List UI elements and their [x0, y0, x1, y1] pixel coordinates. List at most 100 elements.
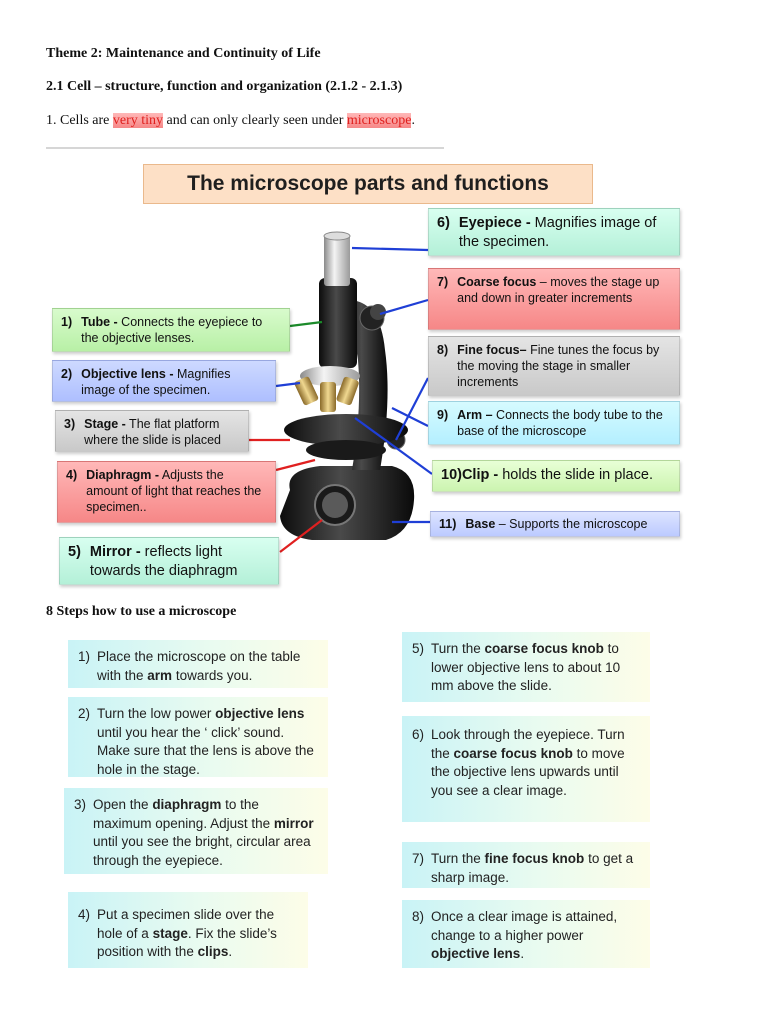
step-8: 8) Once a clear image is attained, chang… [402, 900, 650, 968]
label-diaphragm-name: Diaphragm - [86, 468, 160, 482]
label-diaphragm-desc: Adjusts the amount of light that reaches… [86, 468, 262, 514]
label-tube: 1) Tube - Connects the eyepiece to the o… [52, 308, 290, 352]
label-base-name: Base [465, 517, 496, 531]
label-tube-number: 1) [61, 315, 73, 329]
label-coarse-name: Coarse focus [457, 275, 537, 289]
label-tube-name: Tube - [81, 315, 118, 329]
label-tube-desc: Connects the eyepiece to the objective l… [81, 315, 263, 345]
step-1-bold: arm [147, 667, 173, 683]
section-heading: 2.1 Cell – structure, function and organ… [46, 79, 403, 94]
label-mirror-name: Mirror - [89, 544, 141, 560]
label-eyepiece-desc: Magnifies image of the specimen. [458, 215, 657, 250]
label-arm-name: Arm – [457, 408, 493, 422]
step-2-bold: objective lens [215, 706, 305, 721]
intro-middle: and can only clearly seen under [163, 113, 347, 128]
label-eyepiece: 6) Eyepiece - Magnifies image of the spe… [428, 208, 680, 256]
step-3-number: 3) [74, 797, 87, 812]
step-3: 3) Open the diaphragm to the maximum ope… [64, 788, 328, 874]
step-1: 1) Place the microscope on the table wit… [68, 640, 328, 688]
step-4-text-3: . [228, 944, 233, 959]
steps-heading: 8 Steps how to use a microscope [46, 604, 237, 619]
label-objective-name: Objective lens - [81, 367, 174, 381]
diagram-title: The microscope parts and functions [143, 164, 593, 204]
step-7-bold: fine focus knob [484, 851, 585, 866]
step-1-number: 1) [78, 649, 91, 664]
label-mirror-desc: reflects light towards the diaphragm [89, 544, 238, 579]
step-8-text: Once a clear image is attained, change t… [431, 909, 618, 943]
label-eyepiece-name: Eyepiece - [458, 215, 531, 231]
label-mirror: 5) Mirror - reflects light towards the d… [59, 537, 279, 585]
horizontal-divider [46, 147, 444, 149]
label-fine-number: 8) [437, 343, 449, 357]
label-fine-name: Fine focus– [457, 343, 527, 357]
step-1-text: Place the microscope on the table with t… [97, 649, 301, 683]
step-7: 7) Turn the fine focus knob to get a sha… [402, 842, 650, 888]
step-6-bold: coarse focus knob [453, 745, 573, 761]
label-mirror-number: 5) [68, 544, 81, 560]
label-diaphragm: 4) Diaphragm - Adjusts the amount of lig… [57, 461, 276, 523]
label-clip-name: 10)Clip - [441, 467, 499, 483]
step-5-number: 5) [412, 641, 425, 656]
label-objective-number: 2) [61, 367, 73, 381]
step-3-text-3: until you see the bright, circular area … [93, 834, 311, 868]
label-coarse-desc: – moves the stage up and down in greater… [457, 275, 660, 305]
step-3-text-2: to the maximum opening. Adjust the [93, 797, 274, 831]
label-fine-focus: 8) Fine focus– Fine tunes the focus by t… [428, 336, 680, 396]
step-2-number: 2) [78, 706, 91, 721]
step-6-text-2: to move the objective lens upwards until… [431, 745, 625, 798]
intro-sentence: 1. Cells are very tiny and can only clea… [46, 113, 415, 129]
theme-heading: Theme 2: Maintenance and Continuity of L… [46, 46, 321, 61]
step-4-number: 4) [78, 907, 91, 922]
step-6-number: 6) [412, 727, 425, 742]
label-base: 11) Base – Supports the microscope [430, 511, 680, 537]
label-stage-name: Stage - [84, 417, 126, 431]
step-7-number: 7) [412, 851, 425, 866]
label-arm-desc: Connects the body tube to the base of th… [457, 408, 663, 438]
label-stage-desc: The flat platform where the slide is pla… [84, 417, 222, 447]
label-objective-lens: 2) Objective lens - Magnifies image of t… [52, 360, 276, 402]
label-fine-desc: Fine tunes the focus by the moving the s… [457, 343, 660, 389]
label-coarse-focus: 7) Coarse focus – moves the stage up and… [428, 268, 680, 330]
label-eyepiece-number: 6) [437, 215, 450, 231]
label-coarse-number: 7) [437, 275, 449, 289]
label-base-number: 11) [439, 517, 457, 531]
step-2: 2) Turn the low power objective lens unt… [68, 697, 328, 777]
step-3-bold-2: mirror [273, 815, 314, 831]
step-5-text-2: to lower objective lens to about 10 mm a… [431, 641, 621, 693]
step-5-text: Turn the [431, 641, 485, 656]
intro-highlight-microscope: microscope [346, 113, 412, 128]
intro-prefix: 1. Cells are [46, 113, 113, 128]
label-objective-desc: Magnifies image of the specimen. [81, 367, 231, 397]
step-7-text-2: to get a sharp image. [431, 851, 634, 885]
label-stage: 3) Stage - The flat platform where the s… [55, 410, 249, 452]
step-3-text: Open the [93, 797, 153, 812]
label-stage-number: 3) [64, 417, 76, 431]
microscope-illustration [154, 231, 433, 553]
step-2-text-2: until you hear the ‘ click’ sound. Make … [97, 724, 314, 777]
step-8-bold: objective lens [431, 946, 521, 961]
step-5-bold: coarse focus knob [484, 641, 604, 656]
step-8-text-2: . [520, 946, 525, 961]
step-4: 4) Put a specimen slide over the hole of… [68, 892, 308, 968]
step-5: 5) Turn the coarse focus knob to lower o… [402, 632, 650, 702]
step-8-number: 8) [412, 909, 425, 924]
label-arm: 9) Arm – Connects the body tube to the b… [428, 401, 680, 445]
label-diaphragm-number: 4) [66, 468, 78, 482]
intro-highlight-tiny: very tiny [112, 113, 164, 128]
step-4-bold: stage [152, 925, 188, 941]
step-2-text: Turn the low power [97, 706, 216, 721]
step-1-text-2: towards you. [172, 667, 253, 683]
green-pointer-line [289, 320, 323, 328]
step-3-bold: diaphragm [152, 797, 222, 812]
intro-end: . [411, 113, 415, 128]
label-arm-number: 9) [437, 408, 449, 422]
step-4-bold-2: clips [197, 944, 229, 959]
step-6-text: Look through the eyepiece. Turn the [431, 727, 625, 761]
step-6: 6) Look through the eyepiece. Turn the c… [402, 716, 650, 822]
label-clip-desc: holds the slide in place. [498, 467, 653, 483]
step-7-text: Turn the [431, 851, 485, 866]
step-4-text: Put a specimen slide over the hole of a [97, 907, 275, 941]
label-base-desc: – Supports the microscope [495, 517, 648, 531]
blue-pointer-lines [275, 246, 433, 524]
label-clip: 10)Clip - holds the slide in place. [432, 460, 680, 492]
